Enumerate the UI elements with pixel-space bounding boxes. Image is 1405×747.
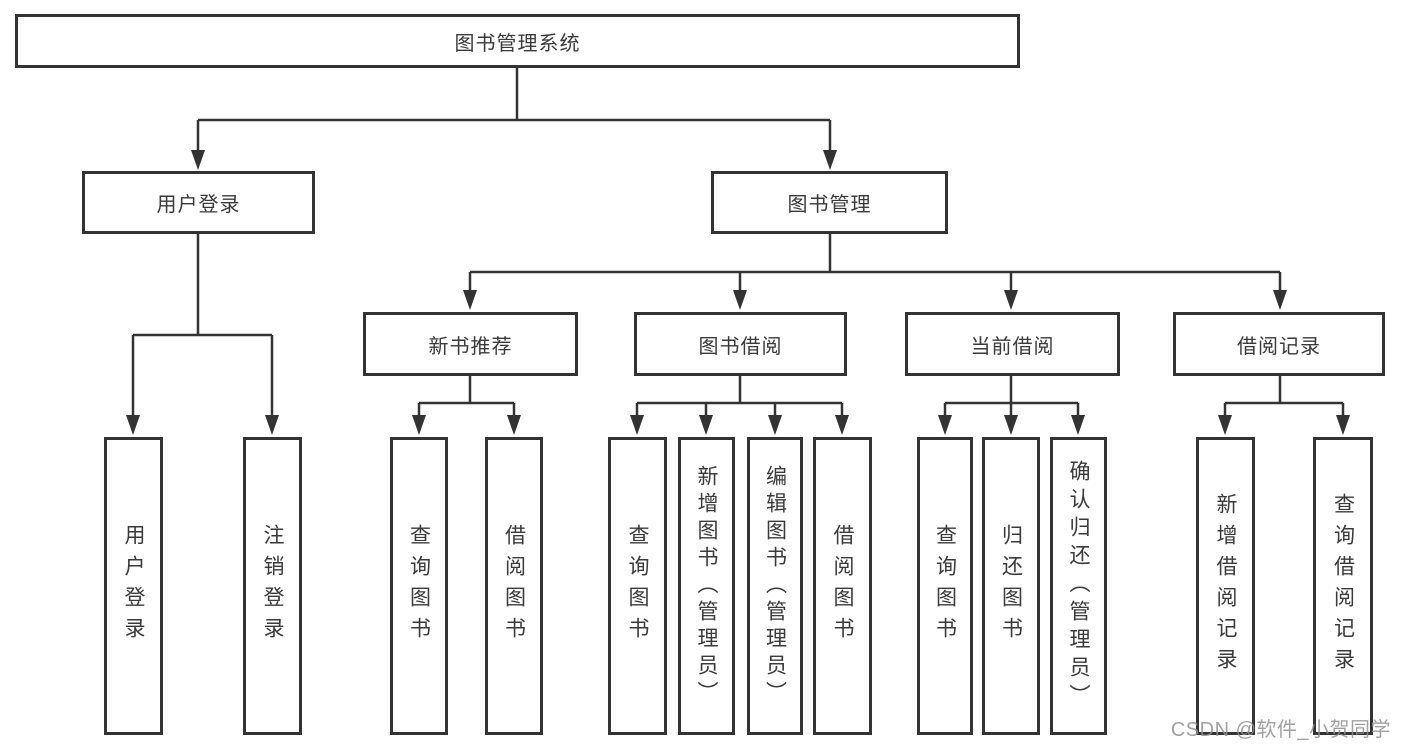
arrowhead <box>265 415 279 435</box>
arrowhead <box>1336 415 1350 435</box>
connector-new-book-to-leaves <box>412 376 521 435</box>
arrowhead <box>1218 415 1232 435</box>
arrowhead <box>1071 415 1085 435</box>
node-user-login-label: 用户登录 <box>156 194 241 216</box>
arrowhead <box>1273 290 1287 310</box>
node-root-label: 图书管理系统 <box>454 32 581 55</box>
leaf-cb-return-books-label: 归还图书 <box>999 524 1023 648</box>
node-root: 图书管理系统 <box>15 14 1020 68</box>
leaf-bb-borrow-books-label: 借阅图书 <box>831 524 854 648</box>
connector-root-to-level2 <box>191 68 837 170</box>
connector-borrow-records-to-leaves <box>1218 376 1350 435</box>
connector-current-borrow-to-leaves <box>938 376 1085 435</box>
arrowhead <box>1004 415 1018 435</box>
leaf-cb-query-books: 查询图书 <box>917 437 973 735</box>
node-borrow-records-label: 借阅记录 <box>1237 335 1321 358</box>
arrowhead <box>191 150 205 170</box>
node-borrow-records: 借阅记录 <box>1173 312 1385 376</box>
leaf-bb-add-books-admin-label: 新增图书（管理员） <box>695 464 718 708</box>
node-book-management-label: 图书管理 <box>787 194 872 216</box>
leaf-nb-borrow-books-label: 借阅图书 <box>502 524 526 648</box>
node-book-management: 图书管理 <box>711 171 948 234</box>
arrowhead <box>699 415 713 435</box>
leaf-bb-borrow-books: 借阅图书 <box>813 437 872 735</box>
leaf-br-query-record-label: 查询借阅记录 <box>1331 493 1355 679</box>
arrowhead <box>412 415 426 435</box>
node-new-book-recommend: 新书推荐 <box>363 312 578 376</box>
node-book-borrow-label: 图书借阅 <box>698 335 783 358</box>
leaf-cb-query-books-label: 查询图书 <box>933 524 957 648</box>
connector-user-login-to-leaves <box>126 234 279 435</box>
arrowhead <box>630 415 644 435</box>
node-current-borrow-label: 当前借阅 <box>970 335 1055 358</box>
leaf-user-login: 用户登录 <box>104 437 163 735</box>
csdn-watermark: CSDN @软件_小贺同学 <box>1170 719 1391 741</box>
leaf-user-login-label: 用户登录 <box>122 524 145 648</box>
leaf-bb-query-books-label: 查询图书 <box>626 524 649 648</box>
connector-book-borrow-to-leaves <box>630 376 849 435</box>
node-current-borrow: 当前借阅 <box>905 312 1120 376</box>
arrowhead <box>507 415 521 435</box>
node-new-book-recommend-label: 新书推荐 <box>428 335 513 358</box>
leaf-br-add-record-label: 新增借阅记录 <box>1214 493 1237 679</box>
leaf-bb-edit-books-admin-label: 编辑图书（管理员） <box>763 464 787 708</box>
arrowhead <box>768 415 782 435</box>
leaf-bb-edit-books-admin: 编辑图书（管理员） <box>747 437 803 735</box>
leaf-bb-add-books-admin: 新增图书（管理员） <box>678 437 735 735</box>
arrowhead <box>126 415 140 435</box>
leaf-logout-login: 注销登录 <box>243 437 302 735</box>
leaf-cb-confirm-return-admin: 确认归还（管理员） <box>1050 437 1107 735</box>
leaf-cb-confirm-return-admin-label: 确认归还（管理员） <box>1067 460 1090 712</box>
arrowhead <box>733 290 747 310</box>
node-user-login: 用户登录 <box>82 171 315 234</box>
arrowhead <box>835 415 849 435</box>
leaf-cb-return-books: 归还图书 <box>982 437 1040 735</box>
connector-book-management-to-sections <box>463 234 1287 310</box>
arrowhead <box>823 150 837 170</box>
leaf-nb-query-books: 查询图书 <box>390 437 448 735</box>
arrowhead <box>938 415 952 435</box>
leaf-br-add-record: 新增借阅记录 <box>1196 437 1255 735</box>
leaf-nb-borrow-books: 借阅图书 <box>485 437 543 735</box>
node-book-borrow: 图书借阅 <box>634 312 847 376</box>
leaf-logout-login-label: 注销登录 <box>261 524 284 648</box>
leaf-bb-query-books: 查询图书 <box>608 437 667 735</box>
leaf-nb-query-books-label: 查询图书 <box>407 524 431 648</box>
arrowhead <box>1004 290 1018 310</box>
arrowhead <box>463 290 477 310</box>
leaf-br-query-record: 查询借阅记录 <box>1313 437 1373 735</box>
